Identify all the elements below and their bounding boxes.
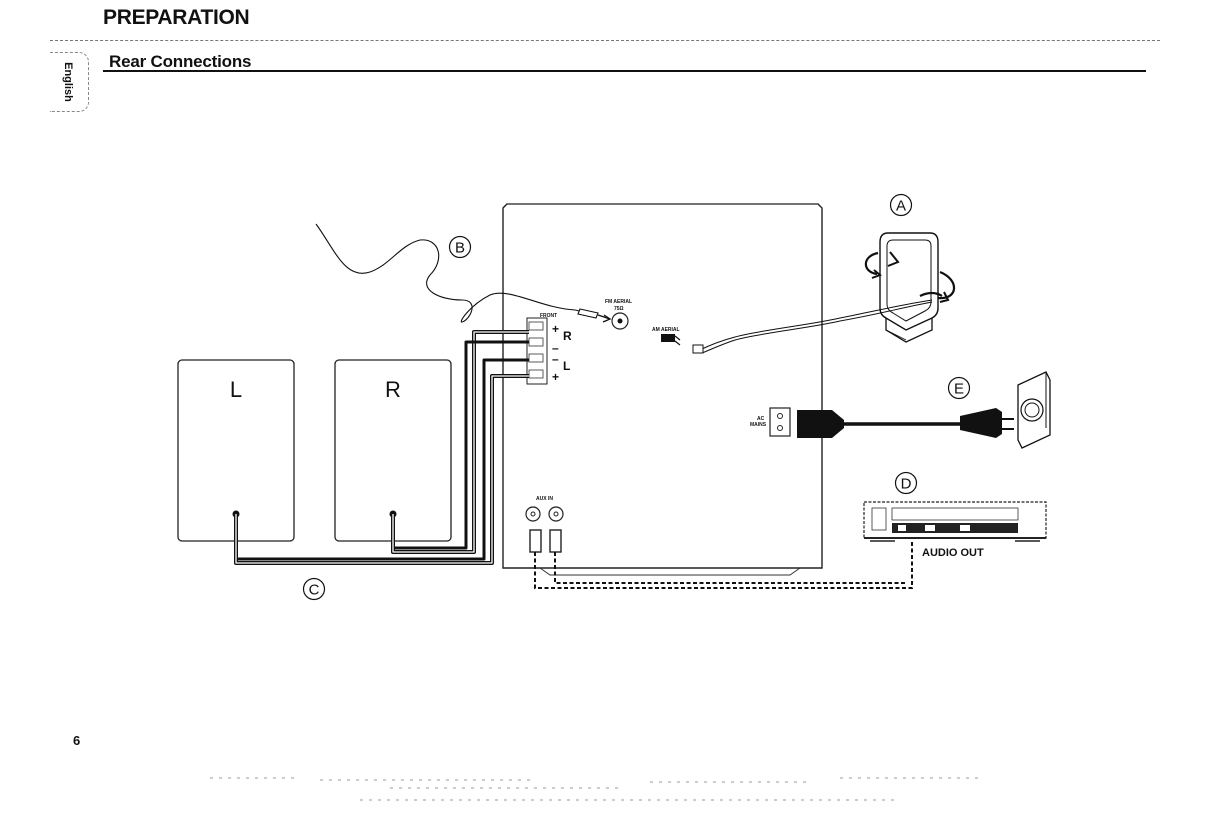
callout-d-label: D [901, 476, 912, 493]
front-label: FRONT [540, 313, 557, 319]
callout-e: E [949, 378, 970, 399]
callout-c-label: C [309, 582, 320, 599]
fm-aerial-label: FM AERIAL [605, 299, 632, 305]
callout-c: C [304, 579, 325, 600]
terminal-minus-2: – [552, 352, 559, 366]
fm-aerial-socket [612, 313, 628, 329]
fm-ohm-label: 75Ω [614, 306, 624, 312]
callout-d: D [896, 473, 917, 494]
callout-a: A [891, 195, 912, 216]
right-speaker-label: R [385, 377, 401, 402]
scan-noise [200, 772, 980, 812]
terminal-plus-r: + [552, 322, 559, 336]
terminal-plus-l: + [552, 370, 559, 384]
callout-e-label: E [954, 381, 964, 398]
mains-cable [797, 408, 1014, 438]
callout-a-label: A [896, 198, 906, 215]
terminal-l-label: L [563, 359, 570, 373]
callout-b-label: B [455, 240, 465, 257]
speaker-terminal-block [527, 318, 547, 384]
callout-b: B [450, 237, 471, 258]
wall-socket [1018, 372, 1050, 448]
aux-in-label: AUX IN [536, 496, 553, 502]
audio-out-label: AUDIO OUT [922, 547, 984, 559]
page-number: 6 [73, 733, 80, 748]
left-speaker-label: L [230, 377, 242, 402]
ac-mains-socket [770, 408, 790, 436]
ac-mains-label-2: MAINS [750, 422, 767, 428]
terminal-r-label: R [563, 329, 572, 343]
external-audio-device [864, 502, 1046, 541]
am-aerial-label: AM AERIAL [652, 327, 680, 333]
